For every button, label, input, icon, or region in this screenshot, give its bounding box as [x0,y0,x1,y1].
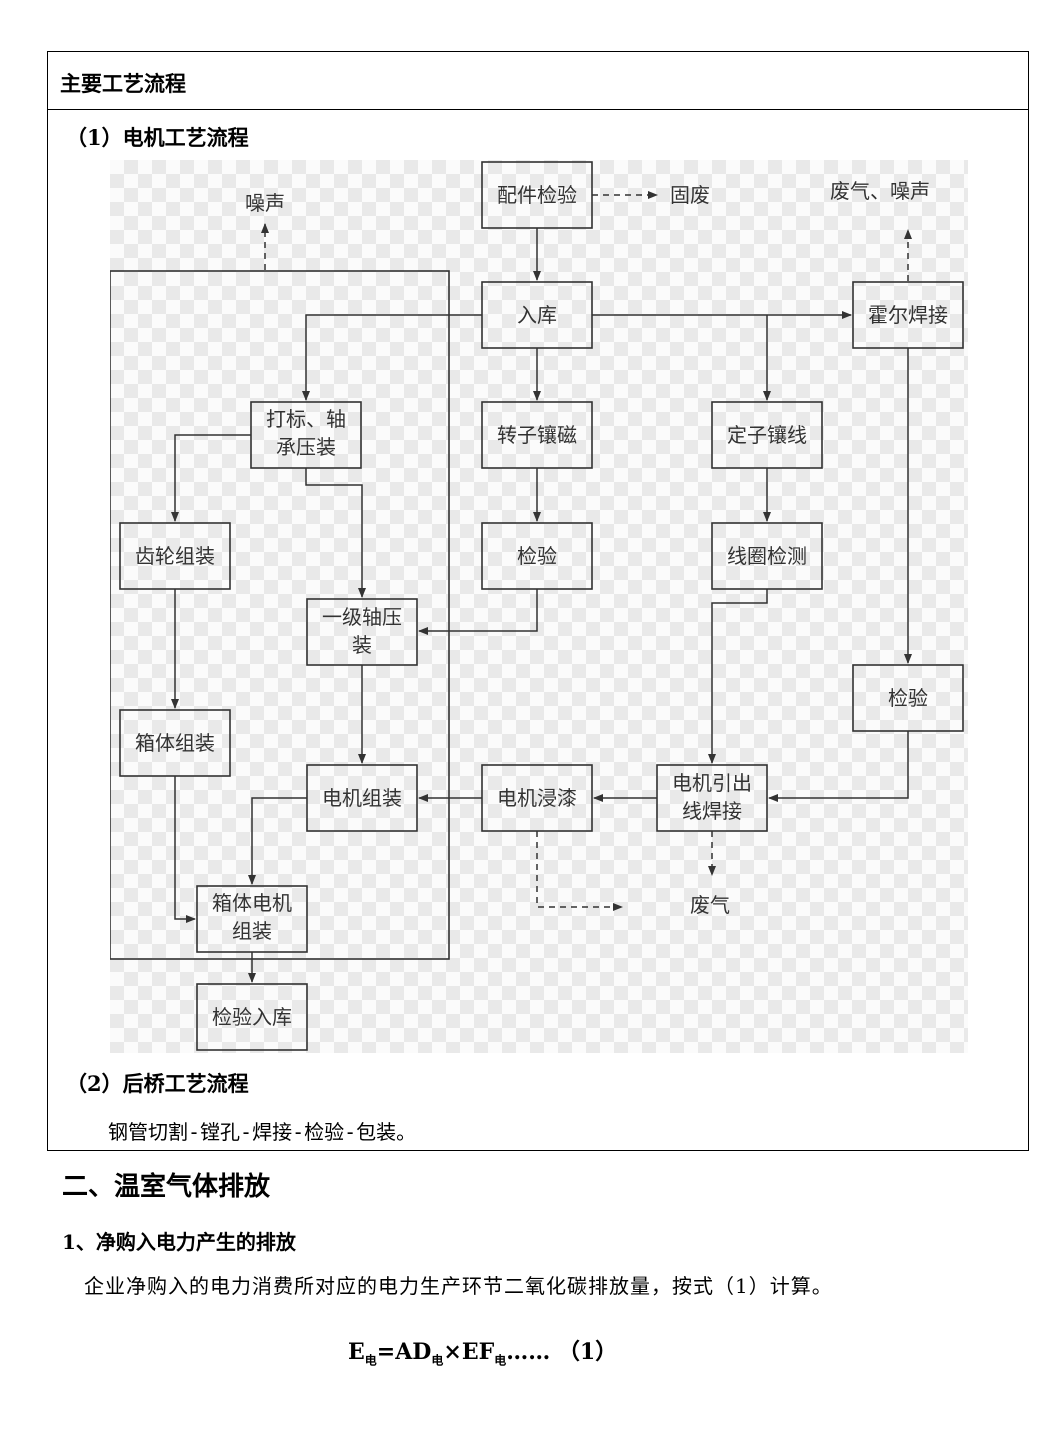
section-title: 二、温室气体排放 [62,1172,271,1202]
process-table: 主要工艺流程 （1）电机工艺流程 [47,51,1029,1151]
table-header: 主要工艺流程 [60,71,186,96]
arrow-case-to-casemotor [174,776,196,923]
arrow-marking-to-gear [171,434,251,522]
node-marking-line1: 打标、轴 [266,407,346,431]
node-inspection-a: 检验 [517,544,557,568]
output-noise: 噪声 [245,191,285,215]
node-case-motor-line2: 组装 [232,919,272,943]
node-lead-weld-line2: 线焊接 [682,799,742,823]
output-solid-waste: 固废 [670,183,710,207]
formula-sub-2: 电 [431,1353,444,1368]
node-case-assembly: 箱体组装 [135,731,215,755]
node-warehouse-in: 入库 [517,303,557,327]
arrow-coil-to-lead [708,589,768,764]
formula-tail: …… （1） [506,1339,618,1365]
node-coil-test: 线圈检测 [727,544,807,568]
formula-ef: ×EF [443,1339,495,1365]
formula-ad: =AD [376,1339,432,1365]
node-case-motor-line1: 箱体电机 [212,891,292,915]
arrow-marking-to-press [305,468,366,598]
node-final: 检验入库 [212,1005,292,1029]
section-subtitle: 1、净购入电力产生的排放 [62,1230,296,1254]
axle-process-title: （2）后桥工艺流程 [66,1071,249,1096]
arrow-inspection-to-lead [768,731,909,802]
node-press-line2: 装 [352,633,372,657]
output-waste-gas: 废气 [690,893,730,917]
node-inspection-b: 检验 [888,686,928,710]
axle-process-steps: 钢管切割-镗孔-焊接-检验-包装。 [108,1120,417,1144]
motor-process-title: （1）电机工艺流程 [66,125,249,150]
arrow-inspection-to-press [418,589,538,635]
dash-dip-to-gas [536,831,623,911]
motor-process-flowchart: 配件检验 入库 霍尔焊接 打标、轴 承压装 转子镶磁 定子镶线 齿轮组装 检验 … [109,160,968,1053]
node-motor-assembly: 电机组装 [322,786,402,810]
box-final [196,983,308,1051]
section-paragraph: 企业净购入的电力消费所对应的电力生产环节二氧化碳排放量，按式（1）计算。 [84,1274,833,1298]
formula-sub-1: 电 [364,1353,377,1368]
node-press-line1: 一级轴压 [322,605,402,629]
node-marking-line2: 承压装 [276,435,336,459]
node-lead-weld-line1: 电机引出 [672,771,752,795]
arrow-motor-to-casemotor [248,797,307,885]
node-stator: 定子镶线 [727,423,807,447]
formula-e: E [348,1339,365,1365]
assembly-enclosure [109,270,450,960]
node-rotor: 转子镶磁 [497,423,577,447]
emission-formula: E电=AD电×EF电…… （1） [348,1334,617,1368]
node-dip-paint: 电机浸漆 [497,786,577,810]
output-gas-noise: 废气、噪声 [830,179,930,203]
table-header-row: 主要工艺流程 [48,52,1028,110]
node-parts-inspection: 配件检验 [497,183,577,207]
node-hall-welding: 霍尔焊接 [868,303,948,327]
formula-sub-3: 电 [494,1353,507,1368]
arrow-warehouse-to-marking [302,314,482,401]
node-gear: 齿轮组装 [135,544,215,568]
